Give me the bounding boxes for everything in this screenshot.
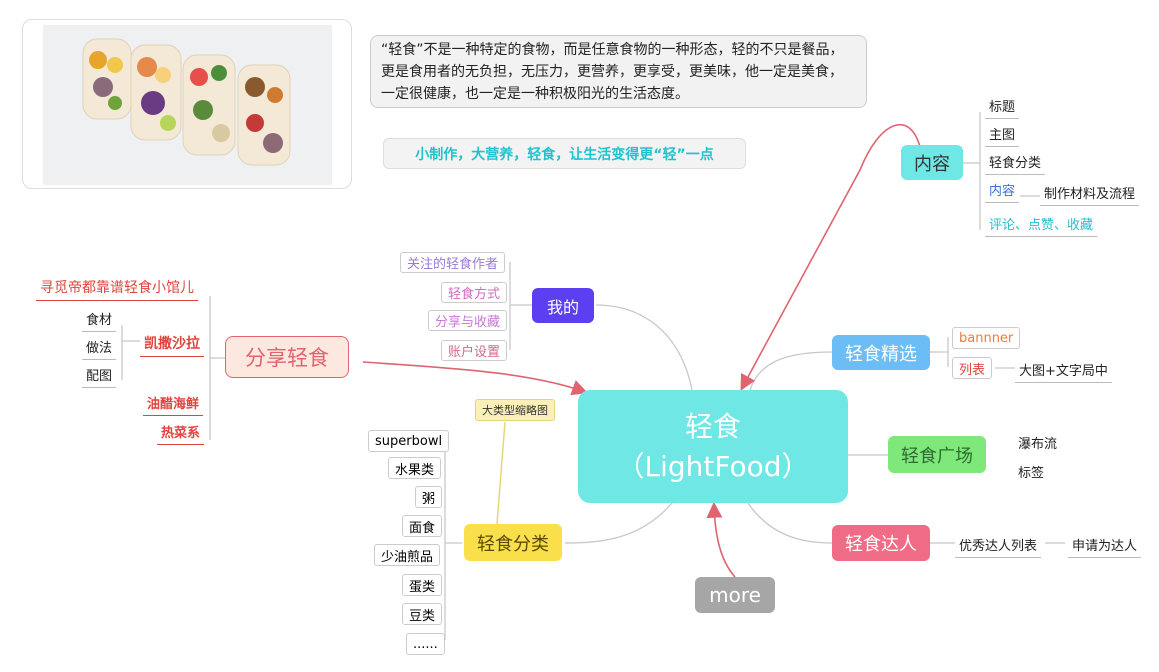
experts-item-apply[interactable]: 申请为达人 <box>1068 535 1142 558</box>
topic-content[interactable]: 内容 <box>901 145 963 180</box>
central-title: 轻食 <box>684 409 741 443</box>
food-photo-card <box>22 19 352 189</box>
share-item-vinegar-seafood[interactable]: 油醋海鲜 <box>143 393 204 416</box>
category-item-low-oil[interactable]: 少油煎品 <box>374 544 441 566</box>
topic-plaza[interactable]: 轻食广场 <box>888 436 986 473</box>
salad-item-method[interactable]: 做法 <box>82 337 117 360</box>
central-topic[interactable]: 轻食 （LightFood） <box>578 390 848 503</box>
share-item-caesar-salad[interactable]: 凯撒沙拉 <box>140 333 204 357</box>
experts-item-list[interactable]: 优秀达人列表 <box>955 535 1042 558</box>
description-text: “轻食”不是一种特定的食物，而是任意食物的一种形态，轻的不只是餐品，更是食用者的… <box>370 35 867 108</box>
salad-item-ingredients[interactable]: 食材 <box>82 309 117 332</box>
content-item-category[interactable]: 轻食分类 <box>985 152 1046 175</box>
category-callout[interactable]: 大类型缩略图 <box>475 399 555 421</box>
category-item-beans[interactable]: 豆类 <box>402 603 443 625</box>
content-item-title[interactable]: 标题 <box>985 96 1020 119</box>
category-item-porridge[interactable]: 粥 <box>415 486 443 508</box>
selected-list-detail[interactable]: 大图+文字局中 <box>1015 360 1112 383</box>
salad-item-pictures[interactable]: 配图 <box>82 365 117 388</box>
mine-item-followed-authors[interactable]: 关注的轻食作者 <box>400 252 506 273</box>
content-item-comments[interactable]: 评论、点赞、收藏 <box>985 214 1098 237</box>
category-item-superbowl[interactable]: superbowl <box>368 430 450 452</box>
plaza-item-waterfall[interactable]: 瀑布流 <box>1018 437 1058 452</box>
topic-experts[interactable]: 轻食达人 <box>832 525 930 561</box>
share-item-restaurants[interactable]: 寻觅帝都靠谱轻食小馆儿 <box>36 277 198 301</box>
selected-item-banner[interactable]: bannner <box>952 327 1021 349</box>
content-item-main-image[interactable]: 主图 <box>985 124 1020 147</box>
content-item-content[interactable]: 内容 <box>985 180 1020 203</box>
selected-item-list[interactable]: 列表 <box>952 357 993 379</box>
plaza-item-tags[interactable]: 标签 <box>1018 466 1045 481</box>
topic-more[interactable]: more <box>695 577 775 613</box>
topic-share[interactable]: 分享轻食 <box>225 336 349 378</box>
topic-mine[interactable]: 我的 <box>532 288 594 323</box>
category-item-noodles[interactable]: 面食 <box>402 515 443 537</box>
mine-item-share-collect[interactable]: 分享与收藏 <box>428 310 508 331</box>
share-item-hot-dishes[interactable]: 热菜系 <box>157 422 205 445</box>
category-item-more[interactable]: ...... <box>406 633 445 655</box>
mine-item-lightfood-mode[interactable]: 轻食方式 <box>441 282 508 303</box>
category-item-fruit[interactable]: 水果类 <box>388 457 442 479</box>
slogan: 小制作，大营养，轻食，让生活变得更“轻”一点 <box>383 138 746 169</box>
food-photo <box>43 25 332 185</box>
category-item-eggs[interactable]: 蛋类 <box>402 574 443 596</box>
topic-category[interactable]: 轻食分类 <box>464 524 562 561</box>
mine-item-account-settings[interactable]: 账户设置 <box>441 340 508 361</box>
topic-selected[interactable]: 轻食精选 <box>832 335 930 370</box>
central-subtitle: （LightFood） <box>616 449 810 483</box>
content-sub-materials[interactable]: 制作材料及流程 <box>1040 183 1140 206</box>
